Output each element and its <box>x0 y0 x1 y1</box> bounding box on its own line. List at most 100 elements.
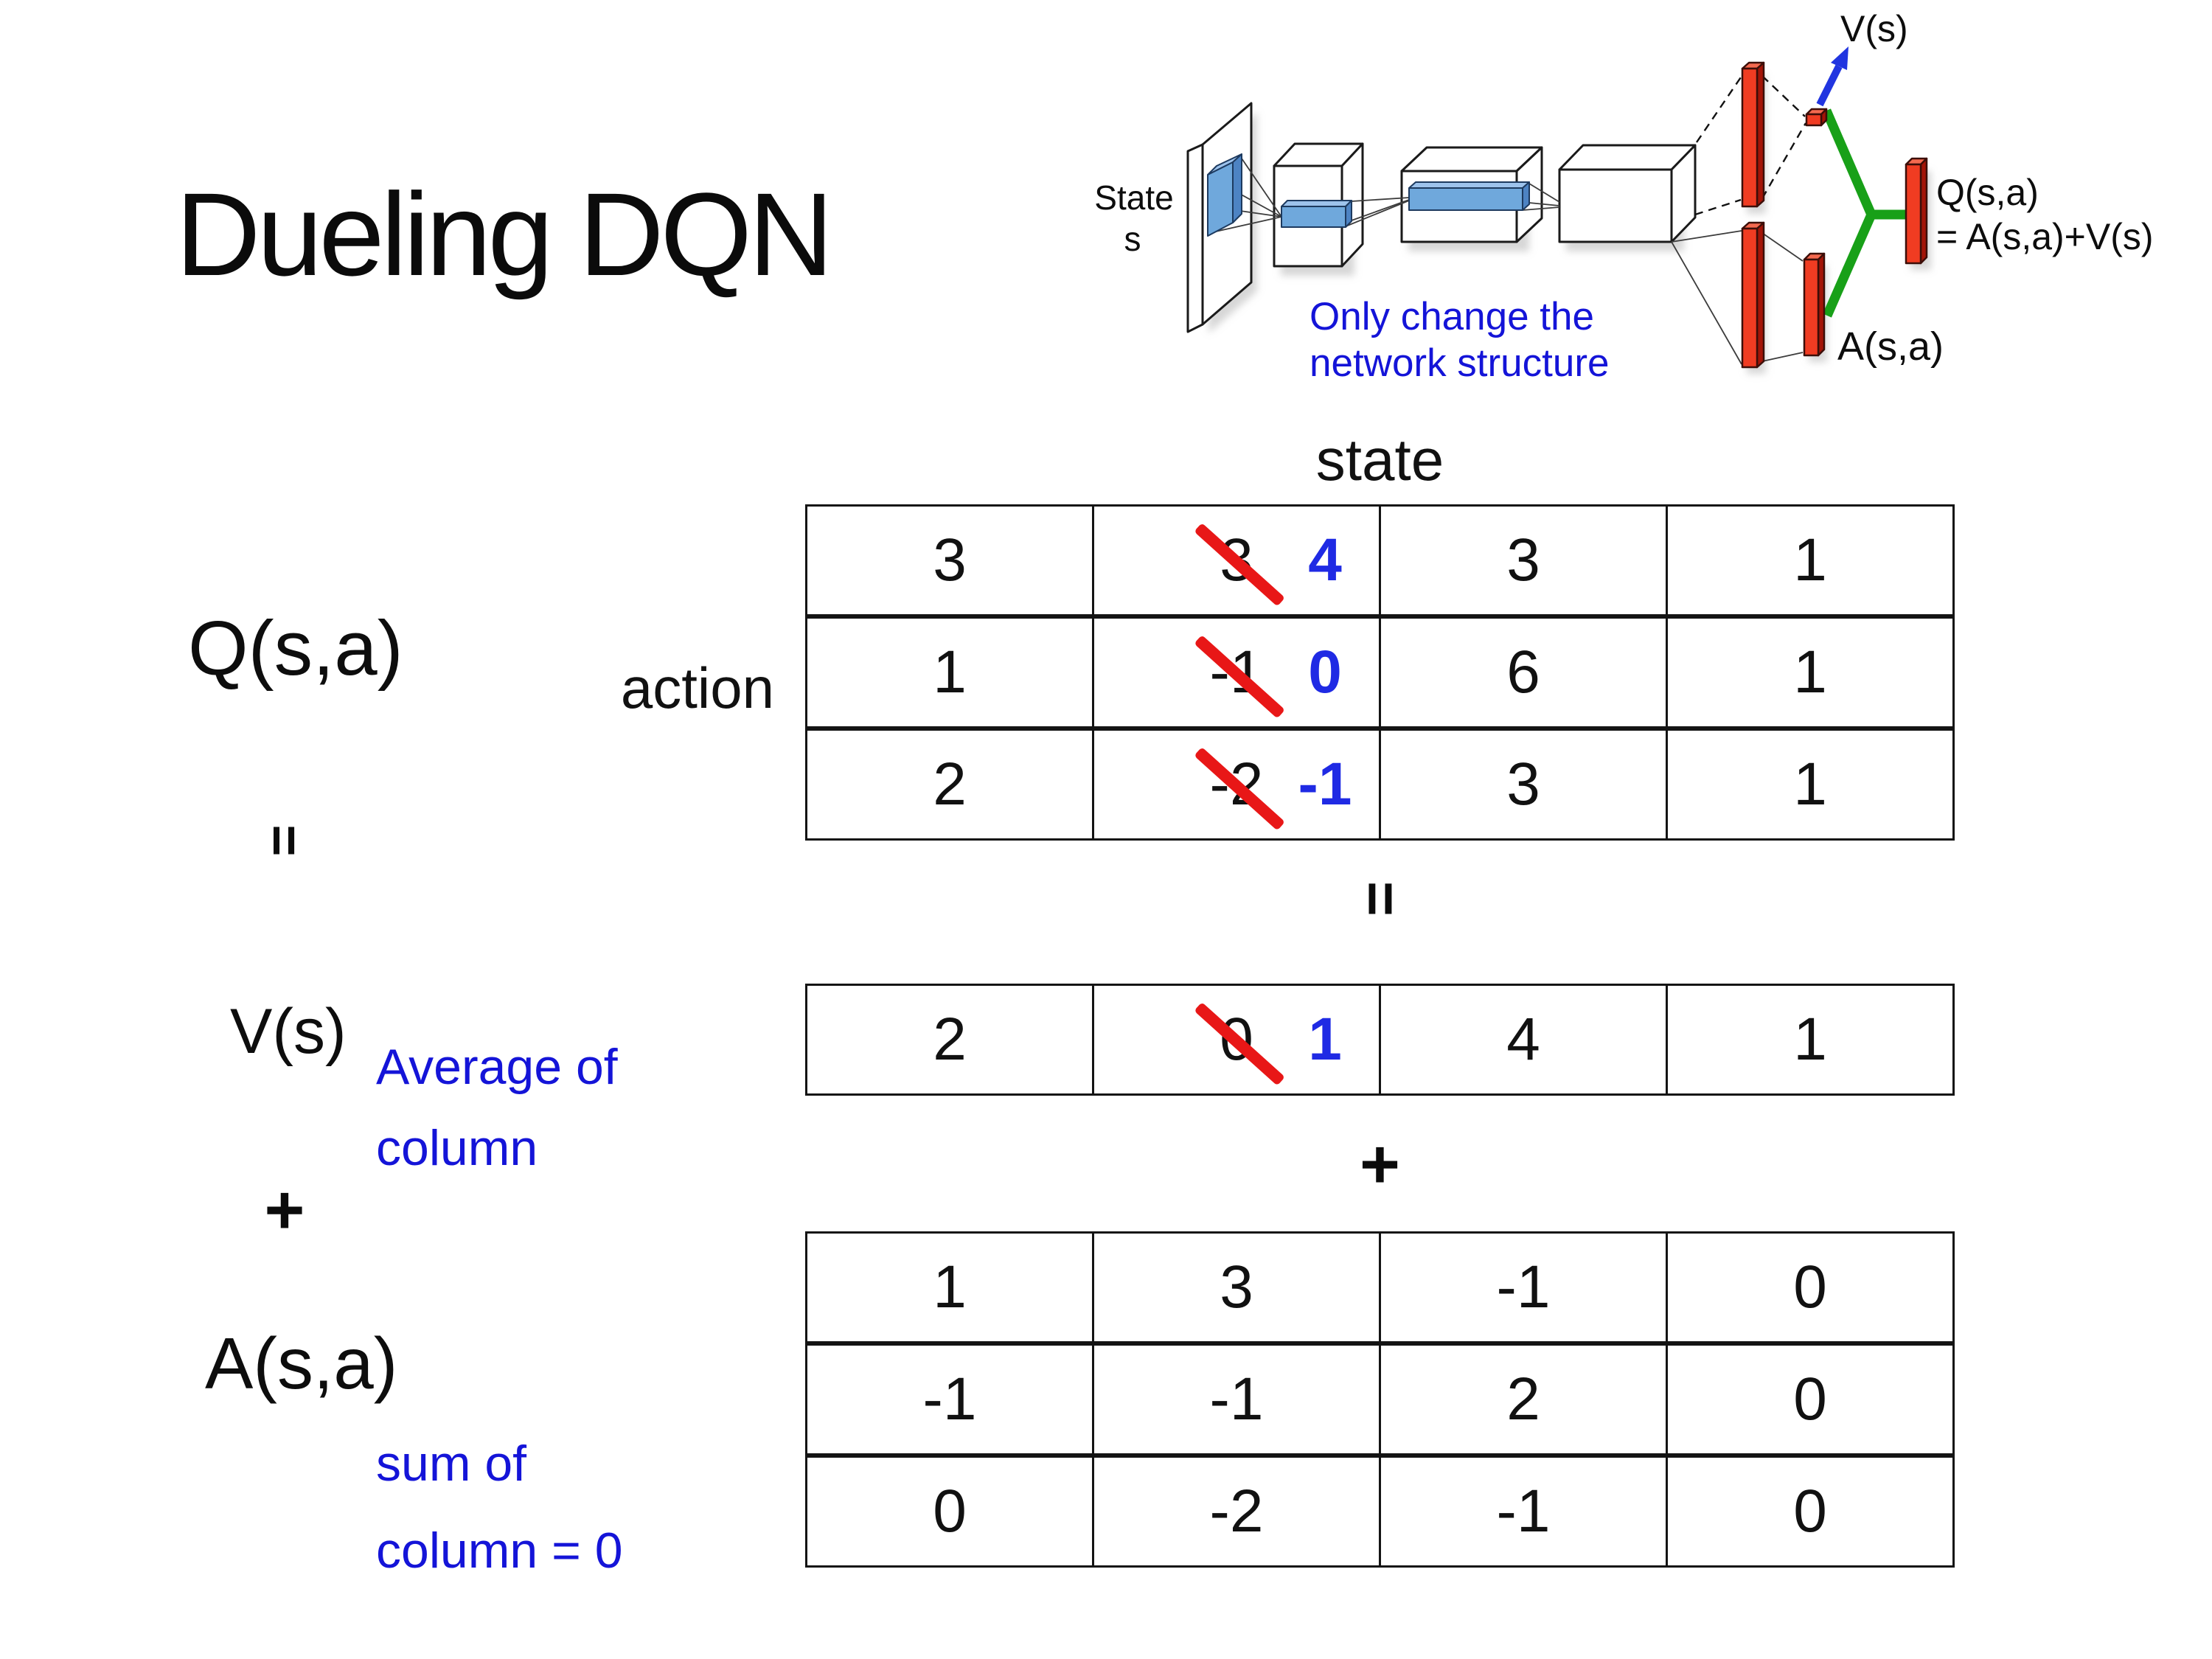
q-output-bar <box>1905 157 1928 265</box>
q-cell: 1 <box>1668 731 1952 838</box>
q-cell: 6 <box>1381 619 1668 726</box>
cell-value: 3 <box>1506 751 1540 818</box>
merge-upper-arm <box>1822 108 1910 220</box>
connection-line <box>1522 206 1560 211</box>
cell-value: 4 <box>1506 1006 1540 1073</box>
cell-value: 1 <box>1793 751 1827 818</box>
feature-bar-1 <box>1281 200 1352 228</box>
plus-operator-left: + <box>264 1171 305 1248</box>
plus-operator-center: + <box>1360 1125 1400 1203</box>
cell-value: 1 <box>1793 526 1827 594</box>
cell-value: -2 <box>1209 1478 1264 1545</box>
v-function-label: V(s) <box>230 996 347 1067</box>
q-function-label: Q(s,a) <box>188 605 403 692</box>
bar-side <box>1756 61 1765 208</box>
conv-box-3-front <box>1558 168 1673 243</box>
state-label-line2: s <box>1124 220 1141 258</box>
a-cell: 3 <box>1094 1234 1381 1341</box>
v-cell: 1 <box>1668 986 1952 1093</box>
merge-connector <box>1822 108 1910 318</box>
feature-bar-end <box>1522 181 1530 211</box>
arrow-shaft <box>1816 64 1843 107</box>
q-output-label-line2: = A(s,a)+V(s) <box>1936 216 2154 257</box>
average-of-column-note: Average of column <box>376 1026 618 1189</box>
a-cell: 0 <box>807 1458 1094 1565</box>
dashed-connection-line <box>1761 122 1807 199</box>
v-cell: 2 <box>807 986 1094 1093</box>
diagram-note-line2: network structure <box>1310 341 1609 385</box>
v-cell-struck: 0 1 <box>1094 986 1381 1093</box>
feature-bar-end <box>1345 200 1352 228</box>
q-cell-struck: 3 4 <box>1094 507 1381 614</box>
advantage-stream-bar <box>1741 221 1765 369</box>
q-cell: 1 <box>1668 507 1952 614</box>
q-cell: 2 <box>807 731 1094 838</box>
arrow-head <box>1831 46 1848 70</box>
cell-value: 3 <box>1220 1253 1253 1321</box>
q-cell-struck: -2 -1 <box>1094 731 1381 838</box>
bar-front <box>1741 67 1759 208</box>
connection-line <box>1671 230 1742 243</box>
cell-value: 1 <box>1793 639 1827 706</box>
a-cell: 0 <box>1668 1346 1952 1453</box>
dashed-connection-line <box>1696 72 1745 143</box>
value-scalar-box <box>1805 108 1828 127</box>
q-table: 3 3 4 3 1 1 -1 0 6 1 2 -2 -1 <box>805 504 1955 841</box>
bar-front <box>1803 258 1820 357</box>
cell-value: -1 <box>1496 1478 1551 1545</box>
v-output-arrow-icon <box>1816 46 1848 107</box>
conv-filter-front <box>1207 161 1234 237</box>
advantage-stream-lines <box>1671 230 1804 365</box>
connection-line <box>1761 232 1804 262</box>
bar-front <box>1805 113 1823 127</box>
value-stream-bar <box>1741 61 1765 208</box>
a-function-label: A(s,a) <box>205 1323 398 1404</box>
a-cell: 0 <box>1668 1234 1952 1341</box>
cell-value: 0 <box>1793 1366 1827 1433</box>
a-cell: 0 <box>1668 1458 1952 1565</box>
cell-value: 0 <box>933 1478 967 1545</box>
connection-line <box>1528 202 1560 206</box>
conv-connection-lines <box>1208 156 1560 234</box>
a-cell: -1 <box>1381 1234 1668 1341</box>
v-output-label: V(s) <box>1840 8 1908 49</box>
a-cell: -1 <box>1094 1346 1381 1453</box>
connection-line <box>1351 197 1410 202</box>
a-cell: -2 <box>1094 1458 1381 1565</box>
table-row: 1 3 -1 0 <box>805 1231 1955 1343</box>
new-value: 1 <box>1308 1006 1342 1073</box>
bar-front <box>1905 163 1922 265</box>
state-column-header: state <box>1315 427 1444 493</box>
table-row: 2 0 1 4 1 <box>805 984 1955 1096</box>
dashed-connection-line <box>1694 198 1742 216</box>
equals-glyph: = <box>1346 881 1414 917</box>
cell-value: 2 <box>933 1006 967 1073</box>
cell-value: 2 <box>933 751 967 818</box>
equals-glyph: = <box>254 824 316 857</box>
dueling-network-diagram: State s Only change the network structur… <box>1094 8 2154 385</box>
q-cell: 3 <box>1381 507 1668 614</box>
q-cell: 3 <box>1381 731 1668 838</box>
value-stream-dashed-lines <box>1694 72 1807 216</box>
table-row: 1 -1 0 6 1 <box>805 616 1955 728</box>
conv-box-3 <box>1558 144 1697 243</box>
note-line: Average of <box>376 1039 618 1095</box>
action-row-header: action <box>620 655 774 720</box>
table-row: 0 -2 -1 0 <box>805 1455 1955 1568</box>
cell-value: 3 <box>933 526 967 594</box>
note-line: column <box>376 1120 538 1177</box>
a-cell: 1 <box>807 1234 1094 1341</box>
feature-bar-top <box>1408 181 1530 189</box>
cell-value: 0 <box>1793 1253 1827 1321</box>
conv-filter-side <box>1232 153 1242 223</box>
v-table: 2 0 1 4 1 <box>805 984 1955 1096</box>
bar-front <box>1741 227 1759 369</box>
equals-operator-center: = <box>805 866 1955 932</box>
q-cell-struck: -1 0 <box>1094 619 1381 726</box>
table-row: 2 -2 -1 3 1 <box>805 728 1955 841</box>
advantage-vector-bar <box>1803 252 1826 357</box>
q-cell: 1 <box>807 619 1094 726</box>
a-cell: -1 <box>807 1346 1094 1453</box>
cell-value: -1 <box>1209 1366 1264 1433</box>
dashed-connection-line <box>1761 75 1806 117</box>
